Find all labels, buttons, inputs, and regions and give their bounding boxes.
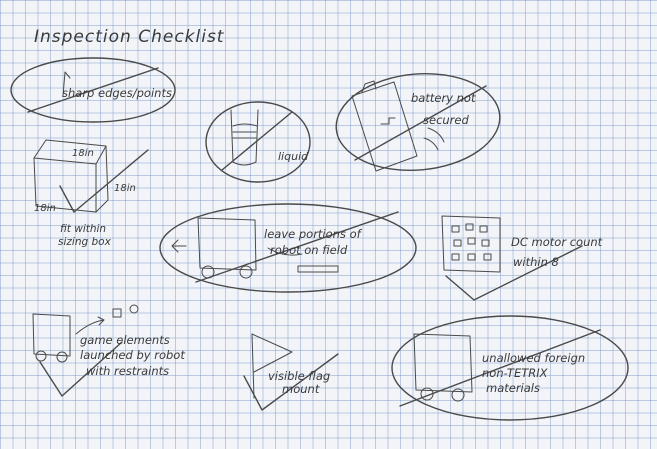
page-title: Inspection Checklist — [34, 27, 225, 47]
dimension-label: 18in — [72, 148, 94, 159]
flag-icon — [251, 333, 293, 373]
prohibited-slash — [195, 211, 399, 283]
item-label: non-TETRIX — [482, 366, 549, 380]
item-label: DC motor count — [511, 235, 603, 249]
game-element-icon — [129, 304, 139, 314]
item-label: fit within — [60, 223, 106, 235]
robot-icon — [413, 333, 473, 393]
battery-icon — [351, 81, 418, 172]
checkmark — [445, 245, 583, 301]
arrow-icon — [75, 316, 105, 335]
flag-pole-icon — [251, 333, 255, 399]
item-label: sizing box — [58, 236, 112, 248]
item-label: launched by robot — [80, 348, 185, 362]
point-icon — [62, 71, 71, 97]
item-label: visible flag — [268, 369, 330, 383]
item-label: mount — [282, 382, 320, 396]
item-label: sharp edges/points — [62, 86, 172, 100]
item-foreign-materials: unallowed foreign non-TETRIX materials — [391, 315, 629, 421]
item-sharp-edges: sharp edges/points — [10, 57, 176, 123]
game-element-icon — [112, 308, 122, 318]
item-label: game elements — [80, 333, 170, 347]
item-label: leave portions of — [264, 227, 363, 241]
item-label: with restraints — [86, 364, 169, 378]
item-label: unallowed foreign — [482, 351, 585, 365]
robot-icon — [197, 217, 257, 271]
item-liquid: liquid — [205, 101, 311, 183]
prohibited-slash — [27, 67, 159, 113]
debris-icon — [297, 265, 339, 273]
item-leave-portions: leave portions of robot on field — [159, 203, 417, 293]
item-label: battery not — [411, 91, 476, 105]
checkmark — [39, 341, 123, 397]
item-label: within 8 — [513, 255, 559, 269]
item-game-elements: game elements launched by robot with res… — [32, 304, 185, 397]
item-label: liquid — [278, 150, 309, 163]
robot-icon — [32, 313, 71, 357]
item-label: secured — [423, 113, 469, 127]
prohibited-slash — [354, 85, 487, 161]
motor-grid-icon — [441, 215, 501, 273]
dimension-label: 18in — [34, 203, 56, 214]
cup-icon — [230, 109, 259, 166]
item-flag-mount: visible flag mount — [243, 333, 339, 411]
item-battery: battery not secured — [335, 72, 501, 172]
dimension-label: 18in — [114, 183, 136, 194]
item-label: robot on field — [270, 243, 348, 257]
item-sizing-box: 18in 18in 18in fit within sizing box — [33, 139, 149, 248]
cube-icon — [33, 139, 109, 213]
item-label: materials — [486, 381, 540, 395]
checkmark — [59, 149, 149, 213]
checkmark — [243, 353, 339, 411]
arrow-left-icon — [171, 239, 187, 253]
item-dc-motor: DC motor count within 8 — [441, 215, 603, 301]
